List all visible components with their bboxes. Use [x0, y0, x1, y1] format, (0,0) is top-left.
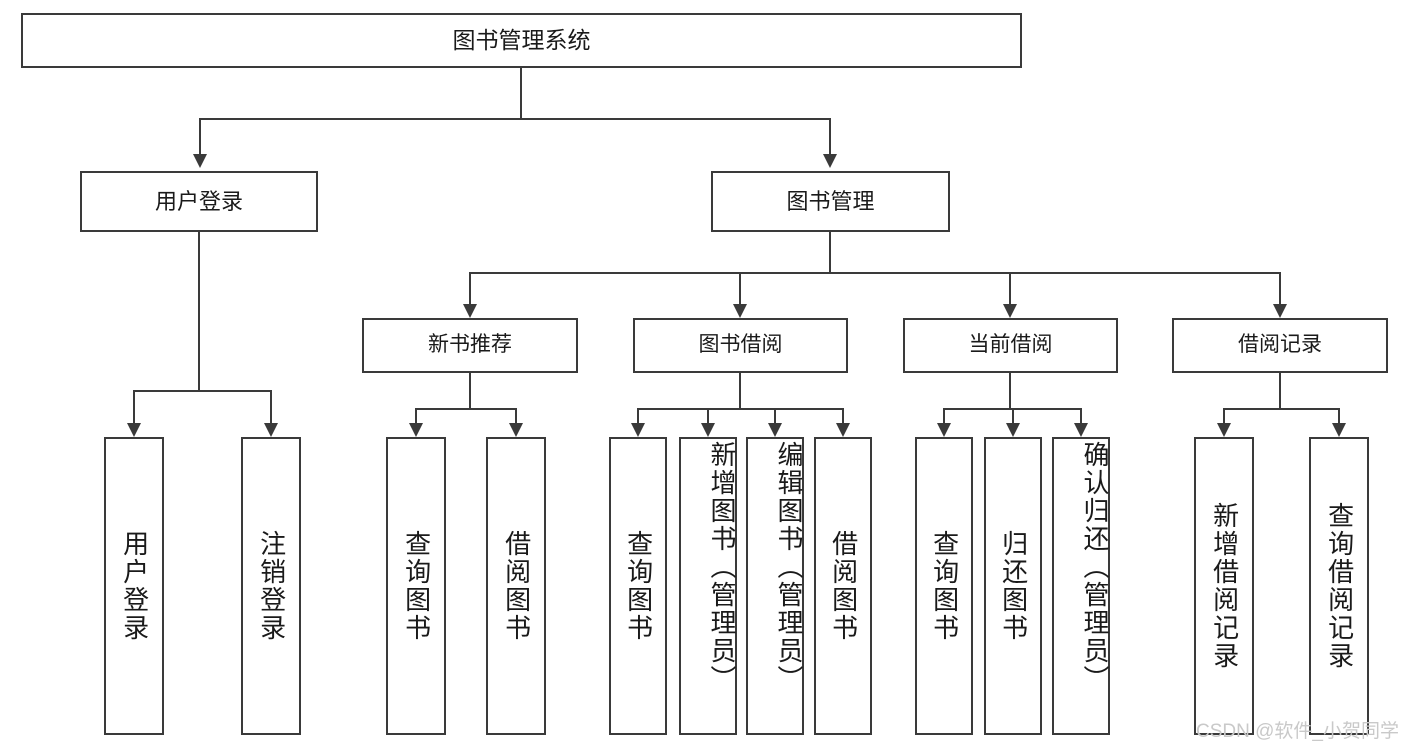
arrow-book-borrowing-leaf4	[836, 423, 850, 437]
arrow-to-borrowing-records	[1273, 304, 1287, 318]
connector-to-leaf-user-login	[133, 390, 135, 423]
arrow-book-borrowing-leaf3	[768, 423, 782, 437]
connector-to-user-login	[199, 118, 201, 154]
leaf-return-books[interactable]: 归还图书	[984, 437, 1042, 735]
node-borrowing-records[interactable]: 借阅记录	[1172, 318, 1388, 373]
arrow-to-current-borrowing	[1003, 304, 1017, 318]
node-label: 图书管理系统	[452, 27, 591, 54]
connector-user-login-bus	[133, 390, 271, 392]
node-label: 确认归还（管理员）	[1080, 441, 1110, 693]
arrow-book-borrowing-leaf2	[701, 423, 715, 437]
connector-to-book-management	[829, 118, 831, 154]
connector-to-current-borrowing	[1009, 272, 1011, 304]
connector-book-borrowing-leaf3	[774, 408, 776, 423]
connector-new-book-stem	[469, 373, 471, 408]
leaf-query-books-recommendation[interactable]: 查询图书	[386, 437, 446, 735]
node-current-borrowing[interactable]: 当前借阅	[903, 318, 1118, 373]
arrow-to-user-login	[193, 154, 207, 168]
connector-new-book-bus	[415, 408, 517, 410]
node-user-login[interactable]: 用户登录	[80, 171, 318, 232]
arrow-borrowing-records-leaf2	[1332, 423, 1346, 437]
arrow-new-book-leaf2	[509, 423, 523, 437]
node-label: 新书推荐	[428, 333, 512, 357]
node-label: 注销登录	[256, 530, 287, 642]
connector-borrowing-records-stem	[1279, 373, 1281, 408]
node-root-book-management-system[interactable]: 图书管理系统	[21, 13, 1022, 68]
leaf-borrow-books-borrowing[interactable]: 借阅图书	[814, 437, 872, 735]
leaf-edit-book-admin[interactable]: 编辑图书（管理员）	[746, 437, 804, 735]
leaf-logout[interactable]: 注销登录	[241, 437, 301, 735]
connector-borrowing-records-leaf1	[1223, 408, 1225, 423]
leaf-user-login[interactable]: 用户登录	[104, 437, 164, 735]
arrow-to-new-book-recommendation	[463, 304, 477, 318]
node-label: 借阅图书	[501, 530, 532, 642]
arrow-to-leaf-logout	[264, 423, 278, 437]
arrow-to-book-management	[823, 154, 837, 168]
connector-book-borrowing-leaf2	[707, 408, 709, 423]
node-book-borrowing[interactable]: 图书借阅	[633, 318, 848, 373]
node-label: 图书管理	[786, 188, 875, 214]
connector-level2-bus	[199, 118, 831, 120]
connector-new-book-leaf1	[415, 408, 417, 423]
arrow-current-borrowing-leaf3	[1074, 423, 1088, 437]
connector-current-borrowing-stem	[1009, 373, 1011, 408]
arrow-to-leaf-user-login	[127, 423, 141, 437]
leaf-confirm-return-admin[interactable]: 确认归还（管理员）	[1052, 437, 1110, 735]
connector-level3-bus	[469, 272, 1280, 274]
connector-borrowing-records-leaf2	[1338, 408, 1340, 423]
connector-to-borrowing-records	[1279, 272, 1281, 304]
connector-book-borrowing-leaf1	[637, 408, 639, 423]
node-label: 查询图书	[623, 530, 654, 642]
node-label: 借阅记录	[1238, 333, 1322, 357]
leaf-query-borrowing-record[interactable]: 查询借阅记录	[1309, 437, 1369, 735]
node-label: 查询图书	[929, 530, 960, 642]
node-label: 当前借阅	[968, 333, 1053, 357]
arrow-to-book-borrowing	[733, 304, 747, 318]
node-label: 编辑图书（管理员）	[774, 441, 804, 693]
connector-new-book-leaf2	[515, 408, 517, 423]
connector-book-borrowing-leaf4	[842, 408, 844, 423]
arrow-new-book-leaf1	[409, 423, 423, 437]
node-label: 归还图书	[998, 530, 1029, 642]
arrow-book-borrowing-leaf1	[631, 423, 645, 437]
node-book-management[interactable]: 图书管理	[711, 171, 950, 232]
leaf-query-books-borrowing[interactable]: 查询图书	[609, 437, 667, 735]
connector-book-management-stem	[829, 232, 831, 272]
node-label: 图书借阅	[698, 333, 783, 357]
leaf-borrow-books-recommendation[interactable]: 借阅图书	[486, 437, 546, 735]
connector-user-login-stem	[198, 232, 200, 390]
connector-to-book-borrowing	[739, 272, 741, 304]
connector-to-new-book-recommendation	[469, 272, 471, 304]
csdn-watermark: CSDN @软件_小贺同学	[1196, 721, 1399, 742]
node-label: 用户登录	[119, 530, 150, 642]
leaf-add-borrowing-record[interactable]: 新增借阅记录	[1194, 437, 1254, 735]
connector-current-borrowing-leaf2	[1012, 408, 1014, 423]
connector-book-borrowing-stem	[739, 373, 741, 408]
node-label: 查询借阅记录	[1324, 502, 1355, 670]
arrow-borrowing-records-leaf1	[1217, 423, 1231, 437]
arrow-current-borrowing-leaf1	[937, 423, 951, 437]
connector-book-borrowing-bus	[637, 408, 843, 410]
connector-to-leaf-logout	[270, 390, 272, 423]
leaf-add-book-admin[interactable]: 新增图书（管理员）	[679, 437, 737, 735]
node-label: 查询图书	[401, 530, 432, 642]
node-label: 新增图书（管理员）	[707, 441, 737, 693]
arrow-current-borrowing-leaf2	[1006, 423, 1020, 437]
connector-root-stem	[520, 68, 522, 118]
node-label: 新增借阅记录	[1209, 502, 1240, 670]
connector-current-borrowing-leaf3	[1080, 408, 1082, 423]
leaf-query-books-current[interactable]: 查询图书	[915, 437, 973, 735]
node-label: 用户登录	[154, 188, 243, 214]
node-label: 借阅图书	[828, 530, 859, 642]
node-new-book-recommendation[interactable]: 新书推荐	[362, 318, 578, 373]
connector-borrowing-records-bus	[1223, 408, 1340, 410]
connector-current-borrowing-leaf1	[943, 408, 945, 423]
